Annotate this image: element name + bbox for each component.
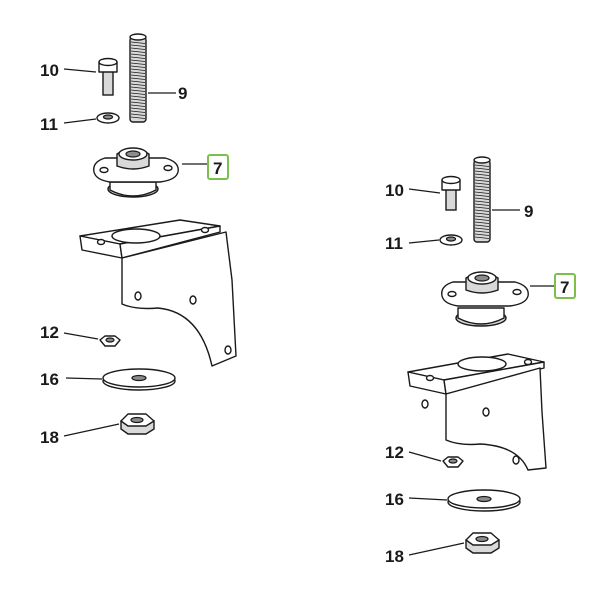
- left-callout-stud[interactable]: 9: [178, 84, 187, 103]
- left-callout-nut-small[interactable]: 12: [40, 323, 59, 342]
- right-stud[interactable]: [473, 156, 491, 243]
- right-engine-mount[interactable]: [441, 271, 529, 327]
- stud-thread-mark: [130, 89, 146, 92]
- left-engine-mount[interactable]: [93, 147, 179, 198]
- stud-thread-mark: [130, 80, 146, 83]
- stud-thread-mark: [130, 50, 146, 53]
- stud-thread-mark: [474, 179, 490, 182]
- stud-thread-mark: [474, 176, 490, 179]
- stud-thread-mark: [474, 209, 490, 212]
- left-nut-small[interactable]: [99, 335, 121, 347]
- stud-thread-mark: [130, 104, 146, 107]
- stud-thread-mark: [474, 230, 490, 233]
- stud-thread-mark: [130, 68, 146, 71]
- stud-thread-mark: [474, 164, 490, 167]
- stud-thread-mark: [474, 167, 490, 170]
- stud-thread-mark: [130, 53, 146, 56]
- right-callout-nut-large[interactable]: 18: [385, 547, 404, 566]
- right-washer-large[interactable]: [447, 489, 521, 512]
- stud-thread-mark: [130, 101, 146, 104]
- stud-thread-mark: [130, 44, 146, 47]
- stud-thread-mark: [474, 221, 490, 224]
- stud-thread-mark: [130, 56, 146, 59]
- right-assembly: 10 9 11 7 12 16 18: [385, 156, 576, 566]
- left-nut-large[interactable]: [120, 413, 155, 435]
- left-callout-washer-large[interactable]: 16: [40, 370, 59, 389]
- stud-thread-mark: [474, 197, 490, 200]
- right-callout-mount[interactable]: 7: [560, 278, 569, 297]
- stud-thread-mark: [474, 188, 490, 191]
- left-bracket: [79, 219, 237, 367]
- stud-thread-mark: [474, 182, 490, 185]
- right-callout-washer-small[interactable]: 11: [385, 234, 403, 253]
- right-callouts: 10 9 11 7 12 16 18: [385, 181, 576, 566]
- stud-thread-mark: [474, 206, 490, 209]
- stud-thread-mark: [474, 194, 490, 197]
- right-bracket: [407, 353, 547, 471]
- stud-thread-mark: [130, 74, 146, 77]
- right-callout-mount-highlight: [554, 273, 576, 299]
- stud-thread-mark: [474, 236, 490, 239]
- left-callout-washer-small[interactable]: 11: [40, 115, 58, 134]
- stud-thread-mark: [474, 185, 490, 188]
- stud-thread-mark: [130, 98, 146, 101]
- left-callout-nut-large[interactable]: 18: [40, 428, 59, 447]
- stud-thread-mark: [130, 77, 146, 80]
- stud-thread-mark: [130, 59, 146, 62]
- left-assembly: 10 9 11 7 12 16 18: [40, 33, 237, 447]
- stud-thread-mark: [474, 200, 490, 203]
- stud-thread-mark: [474, 203, 490, 206]
- right-callout-stud[interactable]: 9: [524, 202, 533, 221]
- stud-thread-mark: [130, 62, 146, 65]
- left-bolt[interactable]: [98, 57, 118, 96]
- right-callout-nut-small[interactable]: 12: [385, 443, 404, 462]
- left-washer-large[interactable]: [102, 368, 176, 391]
- stud-thread-mark: [130, 41, 146, 44]
- stud-thread-mark: [474, 233, 490, 236]
- stud-thread-mark: [130, 95, 146, 98]
- left-callouts: 10 9 11 7 12 16 18: [40, 61, 229, 447]
- stud-thread-mark: [474, 170, 490, 173]
- right-callout-bolt[interactable]: 10: [385, 181, 404, 200]
- stud-thread-mark: [130, 65, 146, 68]
- stud-thread-mark: [130, 92, 146, 95]
- right-nut-small[interactable]: [442, 456, 464, 468]
- left-stud[interactable]: [129, 33, 147, 123]
- right-nut-large[interactable]: [465, 532, 500, 554]
- left-callout-mount[interactable]: 7: [213, 159, 222, 178]
- right-washer-small[interactable]: [439, 234, 463, 246]
- stud-thread-mark: [130, 110, 146, 113]
- right-bolt[interactable]: [441, 175, 461, 211]
- left-washer-small[interactable]: [96, 112, 120, 124]
- stud-thread-mark: [474, 212, 490, 215]
- stud-thread-mark: [130, 113, 146, 116]
- stud-thread-mark: [474, 191, 490, 194]
- stud-thread-mark: [474, 224, 490, 227]
- stud-thread-mark: [474, 215, 490, 218]
- stud-thread-mark: [130, 116, 146, 119]
- stud-thread-mark: [474, 218, 490, 221]
- stud-thread-mark: [130, 107, 146, 110]
- stud-thread-mark: [474, 227, 490, 230]
- stud-thread-mark: [130, 71, 146, 74]
- stud-thread-mark: [130, 47, 146, 50]
- right-callout-washer-large[interactable]: 16: [385, 490, 404, 509]
- stud-thread-mark: [474, 173, 490, 176]
- left-callout-mount-highlight: [207, 154, 229, 180]
- left-callout-bolt[interactable]: 10: [40, 61, 59, 80]
- stud-thread-mark: [130, 86, 146, 89]
- stud-thread-mark: [130, 83, 146, 86]
